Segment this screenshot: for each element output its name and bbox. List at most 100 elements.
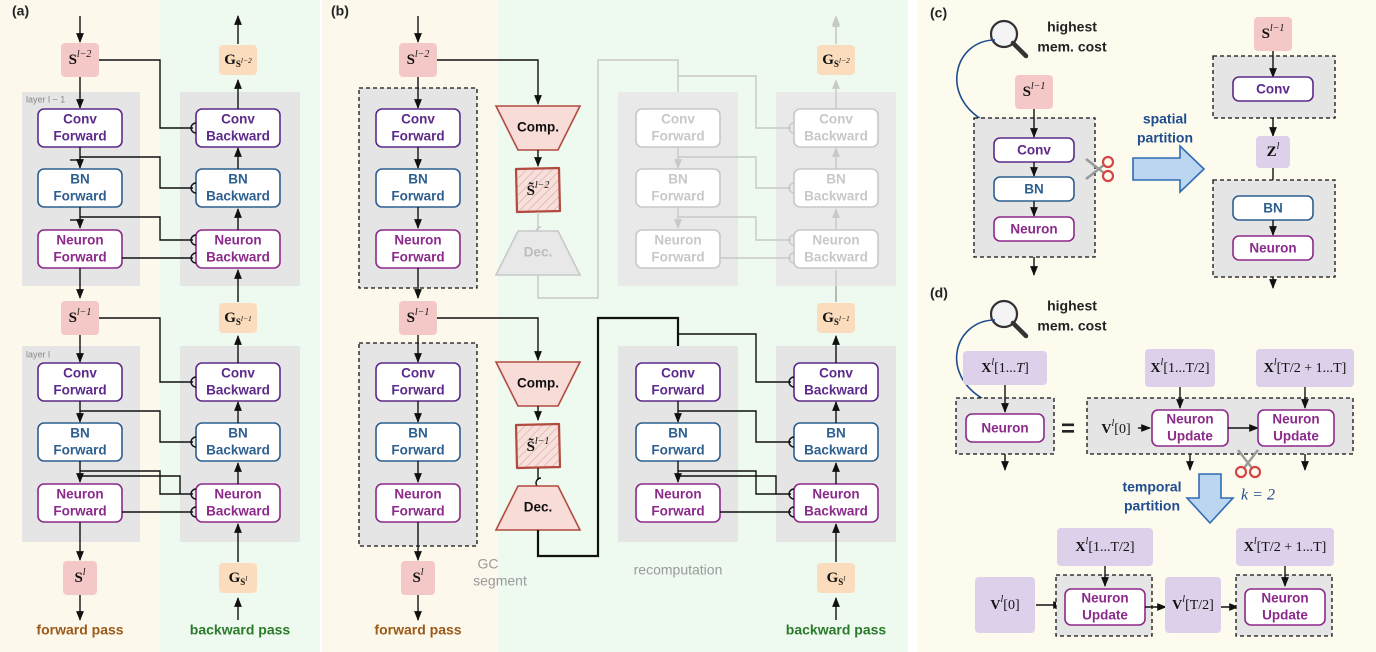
consume-marker: [788, 506, 795, 518]
connector: [80, 216, 193, 241]
scissors-icon-wrap: [1234, 449, 1262, 479]
neuron-backward-faded-label: Backward: [804, 250, 868, 265]
gc-label: segment: [473, 573, 527, 589]
pointer-curve: [956, 39, 996, 123]
input-x-half2: Xl[T/2 + 1...T]: [1236, 528, 1334, 566]
state-v-init-symbol: Vl[0]: [990, 594, 1019, 613]
tensor-s-l-1: Sl−1: [1254, 17, 1292, 51]
input-x-half2: Xl[T/2 + 1...T]: [1256, 349, 1354, 387]
bn-node: BN: [1232, 195, 1314, 221]
bn-forward-label: Forward: [53, 189, 106, 204]
tensor-s-l-2-box: [61, 43, 99, 77]
compress-block: Comp.: [494, 361, 582, 407]
connector: [678, 410, 791, 443]
tensor-s-l-2-symbol: Sl−2: [69, 49, 92, 68]
consume-marker: [190, 488, 197, 500]
pointer-curve: [955, 319, 996, 401]
neuron-forward-label: Neuron: [654, 487, 701, 502]
input-x-half2-box: [1236, 528, 1334, 566]
neuron-update-node-label: Update: [1082, 608, 1128, 623]
neuron-forward-label: Neuron: [56, 233, 103, 248]
tensor-g-s-l-1: GSl−1: [219, 303, 257, 333]
compressed-tensor-box: [514, 422, 562, 470]
consume-marker: [190, 436, 197, 448]
input-x-half1: Xl[1...T/2]: [1057, 528, 1153, 566]
bn-node-label: BN: [1263, 201, 1283, 216]
connector: [678, 333, 791, 383]
connector: [80, 470, 193, 495]
neuron-node-label: Neuron: [1010, 222, 1057, 237]
neuron-node-box: [965, 413, 1045, 443]
consume-marker: [788, 122, 795, 134]
conv-backward-label: Backward: [206, 383, 270, 398]
tensor-s-l-1: Sl−1: [399, 301, 437, 335]
neuron-update-node-label: Update: [1262, 608, 1308, 623]
backward-pass-label: backward pass: [190, 622, 291, 638]
search-icon: [989, 299, 1029, 339]
bn-node: BN: [993, 176, 1075, 202]
tensor-s-l: Sl: [401, 561, 435, 595]
neuron-node-label: Neuron: [981, 421, 1028, 436]
search-icon-handle: [1010, 320, 1029, 339]
tensor-g-s-l-box: [219, 563, 257, 593]
neuron-backward-label: Neuron: [214, 233, 261, 248]
scissors-icon-handle: [1248, 465, 1262, 479]
connector: [678, 475, 777, 494]
consume-marker: [788, 252, 795, 264]
connector: [99, 59, 193, 129]
conv-node-label: Conv: [1017, 143, 1051, 158]
tensor-s-l-1-symbol: Sl−1: [407, 307, 430, 326]
decompress-block-faded-label: Dec.: [524, 245, 553, 260]
search-icon: [989, 19, 1029, 59]
consume-marker: [190, 252, 197, 264]
conv-forward-label: Forward: [53, 129, 106, 144]
bn-forward-faded-label: Forward: [651, 189, 704, 204]
bn-forward-label: BN: [408, 172, 428, 187]
conv-node-box: [1232, 76, 1314, 102]
tensor-z-l-symbol: Zl: [1267, 141, 1280, 160]
panel-label-a: (a): [12, 3, 29, 19]
conv-node: Conv: [993, 137, 1075, 163]
neuron-forward-label: Forward: [651, 504, 704, 519]
neuron-backward-faded-label: Neuron: [812, 233, 859, 248]
bn-forward-faded-label: BN: [668, 172, 688, 187]
tensor-g-s-l-2: GSl−2: [219, 45, 257, 75]
connector: [678, 470, 791, 495]
cost-label: mem. cost: [1037, 318, 1107, 334]
neuron-update-node-box: [1244, 588, 1326, 626]
decompress-block: Dec.: [494, 485, 582, 531]
neuron-node-box: [993, 216, 1075, 242]
bn-forward-label: BN: [70, 172, 90, 187]
connector: [80, 410, 193, 443]
neuron-forward-label: Forward: [53, 504, 106, 519]
input-x-full-box: [963, 351, 1047, 385]
neuron-update-node-label: Neuron: [1261, 591, 1308, 606]
conv-backward-label: Conv: [221, 366, 255, 381]
tensor-s-l-1-box: [399, 301, 437, 335]
conv-forward-label: Conv: [63, 366, 97, 381]
compress-block-shape: [494, 105, 582, 151]
scissors-icon-blade: [1243, 449, 1259, 469]
neuron-update-node-label: Update: [1273, 429, 1319, 444]
conv-backward-label: Backward: [206, 129, 270, 144]
conv-forward-faded-label: Conv: [661, 112, 695, 127]
decompress-block-faded: Dec.: [494, 230, 582, 276]
neuron-update-node-box: [1257, 409, 1335, 447]
search-icon-lens: [989, 19, 1019, 49]
conv-backward-label: Conv: [221, 112, 255, 127]
tensor-g-s-l-2-symbol: GSl−2: [822, 52, 850, 69]
conv-forward-label: Conv: [661, 366, 695, 381]
input-x-half2-symbol: Xl[T/2 + 1...T]: [1244, 536, 1327, 555]
